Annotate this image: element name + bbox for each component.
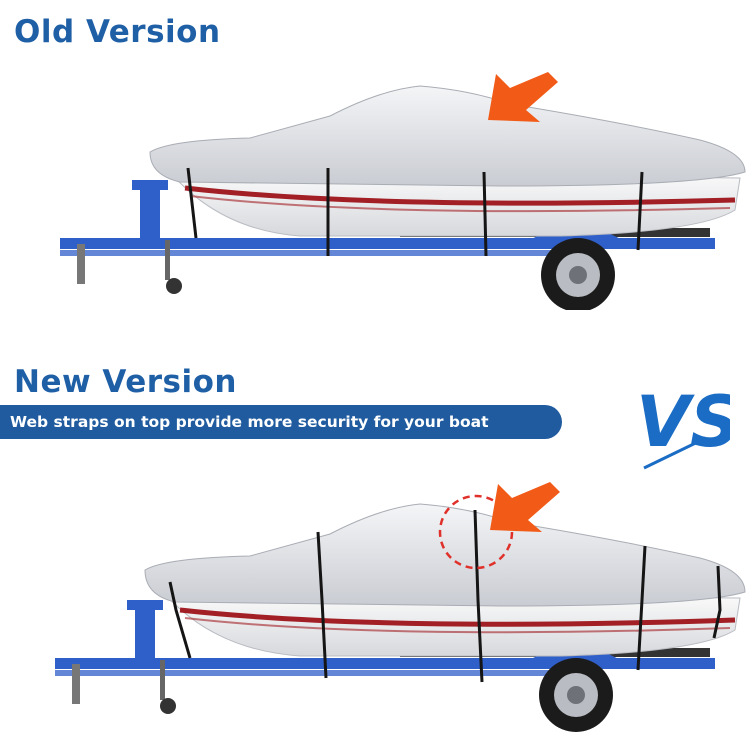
vs-icon: VS [636, 381, 730, 470]
web-straps [168, 509, 722, 683]
new-boat-image [55, 482, 746, 732]
strap-highlight-circle [438, 494, 514, 570]
arrow-icon [488, 72, 558, 122]
boat-cover [144, 503, 746, 607]
old-version-title: Old Version [14, 14, 221, 50]
trailer-wheel [541, 238, 615, 310]
new-version-title: New Version [14, 364, 237, 400]
side-straps [186, 167, 644, 257]
arrow-icon [490, 482, 560, 532]
old-boat-image [60, 72, 746, 310]
boat-cover [149, 85, 746, 187]
trailer-wheel [539, 658, 613, 732]
feature-banner: Web straps on top provide more security … [0, 405, 562, 439]
